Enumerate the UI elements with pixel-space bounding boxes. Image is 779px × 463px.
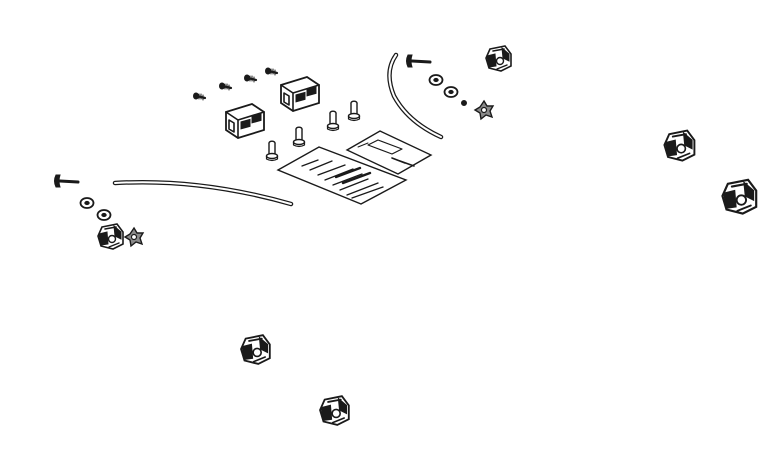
washer-part	[428, 74, 444, 86]
wire-clip-part	[485, 45, 512, 72]
mount-block-part	[280, 76, 320, 112]
barrel-bolt-part	[347, 100, 361, 122]
washer-part	[79, 197, 95, 209]
thumbscrew-part	[405, 53, 432, 69]
barrel-bolt-part	[326, 110, 340, 132]
wire-clip-part	[319, 395, 350, 426]
instruction-sheet-part	[345, 130, 433, 175]
small-screw-part	[264, 66, 279, 77]
washer-part	[96, 209, 112, 221]
small-screw-part	[218, 81, 233, 92]
thumbscrew-part	[53, 173, 80, 189]
guide-wire-part	[387, 52, 444, 140]
washer-part	[443, 86, 459, 98]
small-screw-part	[192, 91, 207, 102]
barrel-bolt-part	[265, 140, 279, 162]
star-knob-part	[124, 227, 144, 247]
small-screw-part	[243, 73, 258, 84]
nut-part	[461, 100, 467, 106]
mount-block-part	[225, 103, 265, 139]
barrel-bolt-part	[292, 126, 306, 148]
instruction-sheet-part	[276, 146, 408, 205]
wire-clip-part	[240, 334, 271, 365]
star-knob-part	[474, 100, 494, 120]
wire-clip-part	[721, 178, 758, 215]
wire-clip-part	[663, 129, 696, 162]
wire-clip-part	[97, 223, 124, 250]
